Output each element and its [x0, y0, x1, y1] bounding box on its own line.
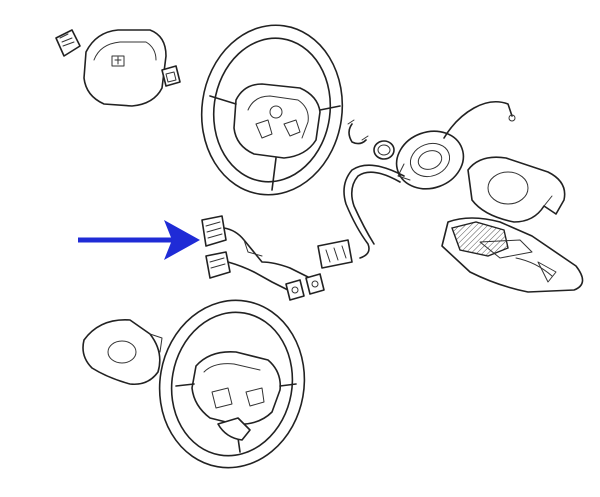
- clock-spring: [395, 100, 516, 190]
- steering-wheel-upper: [200, 24, 344, 196]
- airbag-module-upper: [83, 29, 167, 107]
- logo-badge-left: [55, 29, 81, 57]
- steering-wheel-lower: [158, 299, 306, 469]
- wiring-harness: [317, 164, 405, 269]
- combination-switch-housing: [441, 217, 584, 293]
- side-switch-right: [161, 65, 181, 87]
- airbag-module-lower: [82, 319, 163, 386]
- retaining-clip: [347, 119, 369, 145]
- washer-ring: [373, 140, 395, 160]
- pointer-arrow-icon: [78, 220, 200, 260]
- steering-wheel-switch-loom: [201, 215, 325, 301]
- column-shroud: [467, 156, 566, 223]
